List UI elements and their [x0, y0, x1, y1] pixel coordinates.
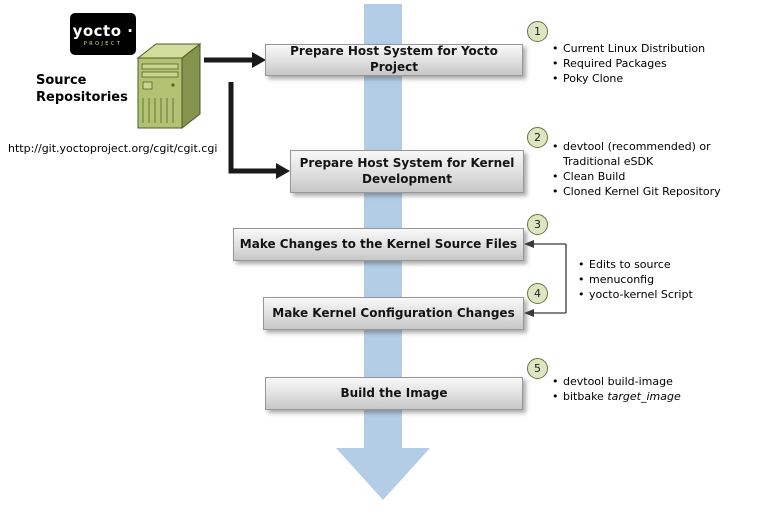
bullet-list-step2: • devtool (recommended) or Traditional e… [552, 139, 757, 199]
bullet-text-plain: devtool build-image [563, 375, 673, 388]
yocto-logo-subtitle: PROJECT [83, 40, 123, 47]
bullet-item: • Poky Clone [552, 71, 762, 86]
bullet-text: devtool build-image [563, 374, 673, 389]
step-number-text: 3 [534, 218, 541, 231]
bullet-item: • bitbake target_image [552, 389, 757, 404]
bullet-marker: • [552, 57, 559, 70]
server-drive-bay-2 [141, 71, 179, 78]
bullet-text: Edits to source [589, 258, 671, 271]
server-display-panel [142, 81, 153, 90]
server-led [171, 83, 175, 87]
bullet-text: yocto-kernel Script [589, 288, 693, 301]
repository-url: http://git.yoctoproject.org/cgit/cgit.cg… [8, 142, 218, 155]
step-number-text: 1 [534, 25, 541, 38]
bullet-item: • devtool build-image [552, 374, 757, 389]
step-number-4: 4 [527, 283, 548, 304]
step-box-label: Prepare Host System for Kernel Developme… [299, 155, 515, 186]
bullet-item: • menuconfig [578, 272, 758, 287]
step-box-label: Make Changes to the Kernel Source Files [239, 236, 518, 251]
bullet-text: Cloned Kernel Git Repository [563, 185, 721, 198]
bullet-item: • Edits to source [578, 257, 758, 272]
bullet-text: Poky Clone [563, 72, 624, 85]
bullet-marker: • [552, 170, 559, 183]
source-repositories-label: Source Repositories [36, 72, 128, 106]
step-box-prepare-host-yocto: Prepare Host System for Yocto Project [265, 44, 523, 76]
bullet-item: • yocto-kernel Script [578, 287, 758, 302]
bullet-marker: • [552, 72, 559, 85]
server-side-face [181, 42, 201, 130]
bullet-item: • Clean Build [552, 169, 757, 184]
source-repositories-line2: Repositories [36, 90, 128, 105]
bullet-list-steps3-4: • Edits to source • menuconfig • yocto-k… [578, 257, 758, 302]
arrowhead-step4-bracket [524, 309, 534, 317]
step-number-text: 2 [534, 131, 541, 144]
yocto-logo-title: yocto · [72, 21, 134, 40]
step-box-label: Prepare Host System for Yocto Project [290, 44, 498, 74]
bullet-marker: • [552, 390, 559, 403]
step-number-1: 1 [527, 21, 548, 42]
server-front-face [137, 57, 183, 129]
arrowhead-step3-bracket [524, 240, 534, 248]
bullet-marker: • [552, 42, 559, 55]
bullet-item: • devtool (recommended) or Traditional e… [552, 139, 757, 169]
server-grille [142, 98, 174, 123]
bullet-item: • Required Packages [552, 56, 762, 71]
bullet-text-italic: target_image [607, 390, 681, 403]
step-number-2: 2 [527, 127, 548, 148]
bullet-marker: • [552, 140, 559, 153]
bullet-text: Clean Build [563, 170, 626, 183]
source-repositories-line1: Source [36, 73, 87, 88]
server-drive-bay-1 [141, 63, 179, 70]
bullet-marker: • [578, 273, 585, 286]
step-box-build-image: Build the Image [265, 377, 523, 410]
bullet-text: devtool (recommended) or Traditional eSD… [563, 140, 711, 168]
bullet-text: Required Packages [563, 57, 667, 70]
step-number-text: 4 [534, 287, 541, 300]
step-number-5: 5 [527, 358, 548, 379]
bullet-marker: • [552, 375, 559, 388]
server-top-face [136, 43, 202, 59]
bullet-marker: • [578, 288, 585, 301]
step-box-make-config-changes: Make Kernel Configuration Changes [263, 297, 524, 330]
step-box-prepare-host-kernel: Prepare Host System for Kernel Developme… [290, 150, 524, 193]
step-box-label: Build the Image [340, 385, 448, 400]
bullet-item: • Cloned Kernel Git Repository [552, 184, 757, 199]
bullet-text: menuconfig [589, 273, 655, 286]
bullet-text: Current Linux Distribution [563, 42, 706, 55]
bullet-text: bitbake target_image [563, 389, 681, 404]
arrowhead-step2 [276, 163, 290, 179]
bullet-marker: • [552, 185, 559, 198]
bullet-text-plain: bitbake [563, 390, 608, 403]
bullet-item: • Current Linux Distribution [552, 41, 762, 56]
arrow-server-to-step2 [228, 82, 277, 174]
step-number-3: 3 [527, 214, 548, 235]
step-box-label: Make Kernel Configuration Changes [272, 305, 515, 320]
step-box-make-source-changes: Make Changes to the Kernel Source Files [233, 228, 524, 261]
server-icon [136, 42, 202, 130]
yocto-logo: yocto · PROJECT [70, 13, 136, 55]
bullet-list-step1: • Current Linux Distribution • Required … [552, 41, 762, 86]
arrowhead-step1 [252, 52, 266, 68]
bullet-marker: • [578, 258, 585, 271]
bullet-list-step5: • devtool build-image • bitbake target_i… [552, 374, 757, 404]
step-number-text: 5 [534, 362, 541, 375]
